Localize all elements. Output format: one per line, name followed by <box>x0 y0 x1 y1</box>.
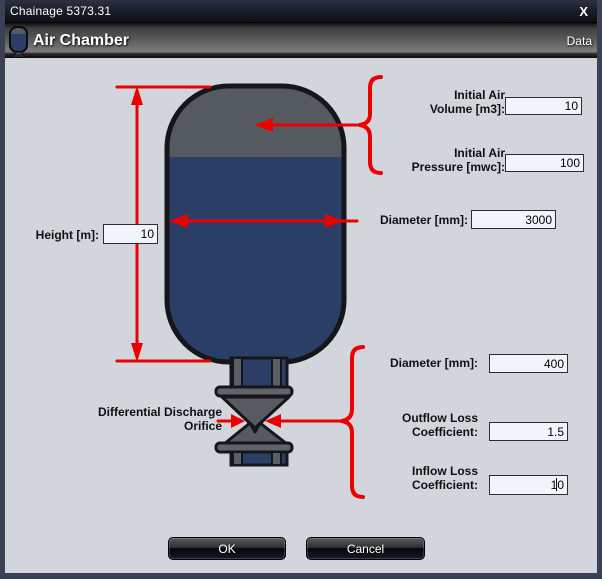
orifice-diameter-input[interactable] <box>489 354 568 373</box>
header-bar: Air Chamber Data <box>5 22 597 58</box>
air-fields-brace <box>358 75 383 175</box>
air-chamber-icon <box>9 26 28 58</box>
orifice-funnel-upper <box>220 395 291 430</box>
orifice-fields-brace <box>340 345 365 499</box>
differential-discharge-orifice-label: Differential Discharge Orifice <box>97 405 222 433</box>
inflow-loss-input[interactable] <box>489 475 568 495</box>
ok-button[interactable]: OK <box>168 537 286 560</box>
cancel-button[interactable]: Cancel <box>306 537 425 560</box>
orifice-section-pointer <box>216 345 365 499</box>
vessel-diameter-label: Diameter [mm]: <box>379 213 468 227</box>
orifice-flange-bottom <box>214 441 294 454</box>
vessel-diameter-input[interactable] <box>471 210 556 229</box>
diameter-dimension-arrow <box>169 214 359 228</box>
initial-air-volume-input[interactable] <box>505 97 582 115</box>
window-title: Chainage 5373.31 <box>10 4 112 18</box>
outflow-loss-label: Outflow Loss Coefficient: <box>402 411 478 439</box>
initial-air-volume-label: Initial Air Volume [m3]: <box>429 88 505 116</box>
close-button[interactable]: X <box>579 3 588 19</box>
orifice-funnel-lower <box>222 421 289 446</box>
orifice-assembly <box>214 356 294 467</box>
initial-air-pressure-label: Initial Air Pressure [mwc]: <box>411 146 505 174</box>
title-bar[interactable]: Chainage 5373.31 X <box>5 0 597 22</box>
initial-air-pressure-input[interactable] <box>505 154 584 172</box>
vessel-air-region <box>167 86 344 157</box>
orifice-diameter-label: Diameter [mm]: <box>389 356 478 370</box>
height-input[interactable] <box>103 224 158 244</box>
header-data-label: Data <box>566 34 592 48</box>
page-title: Air Chamber <box>33 31 130 49</box>
height-label: Height [m]: <box>35 228 99 242</box>
orifice-flange-top <box>214 385 294 398</box>
air-section-pointer <box>254 75 383 175</box>
inflow-loss-label: Inflow Loss Coefficient: <box>412 464 478 492</box>
text-caret <box>556 478 557 491</box>
outflow-loss-input[interactable] <box>489 422 568 441</box>
vessel <box>164 83 347 365</box>
